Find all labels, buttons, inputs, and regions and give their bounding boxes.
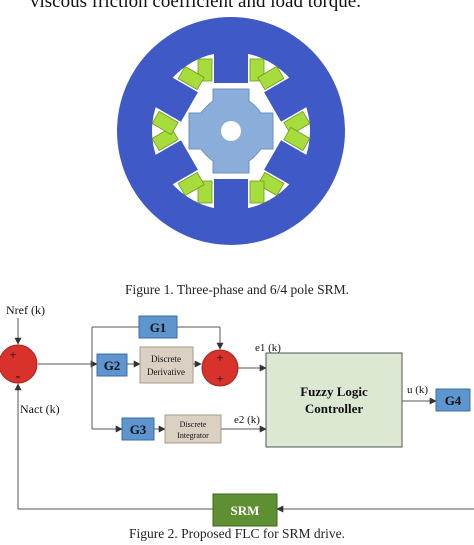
e2-label: e2 (k) — [234, 414, 260, 426]
summing-junction-2: + + — [201, 349, 239, 387]
srm-label: SRM — [231, 503, 260, 518]
flc-line2: Controller — [305, 401, 363, 416]
nref-label: Nref (k) — [6, 303, 45, 317]
discrete-integrator-block: Discrete Integrator — [164, 414, 222, 444]
winding-coil — [151, 110, 179, 136]
integrator-line1: Discrete — [180, 420, 207, 429]
g3-label: G3 — [130, 422, 147, 437]
winding-coil — [257, 65, 285, 91]
winding-coil — [177, 65, 205, 91]
rotor — [188, 88, 274, 174]
stator-pole — [151, 75, 198, 122]
stator-pole — [214, 49, 248, 83]
stator-pole — [151, 140, 198, 187]
derivative-line2: Derivative — [147, 367, 185, 377]
summer1-plus: + — [9, 347, 16, 362]
winding-coil — [177, 171, 205, 197]
stator-pole — [214, 179, 248, 213]
srm-cross-section-figure — [117, 17, 345, 245]
stator-pole — [264, 140, 311, 187]
g2-label: G2 — [104, 358, 121, 373]
u-label: u (k) — [407, 384, 428, 396]
gain-block-g4: G4 — [435, 388, 471, 412]
figure2-caption: Figure 2. Proposed FLC for SRM drive. — [129, 526, 345, 541]
e1-label: e1 (k) — [255, 342, 281, 354]
g4-label: G4 — [445, 393, 462, 408]
nact-label: Nact (k) — [20, 402, 60, 416]
gain-block-g1: G1 — [138, 315, 178, 339]
fuzzy-logic-controller-block: Fuzzy Logic Controller — [265, 352, 403, 448]
top-text: viscous friction coefficient and load to… — [30, 0, 361, 12]
derivative-line1: Discrete — [151, 354, 181, 364]
stator-windings — [151, 58, 311, 204]
discrete-derivative-block: Discrete Derivative — [139, 346, 194, 384]
integrator-line2: Integrator — [177, 431, 209, 440]
summing-junction-1: + - — [0, 344, 38, 384]
flc-block-diagram: + - + + G1 G2 Discrete Derivative G3 Dis… — [0, 303, 474, 527]
signal-wires — [14, 318, 474, 513]
srm-plant-block: SRM — [212, 493, 278, 527]
srm-motor — [117, 17, 345, 245]
gain-block-g2: G2 — [96, 353, 128, 377]
figure1-caption: Figure 1. Three-phase and 6/4 pole SRM. — [125, 282, 349, 297]
summer2-plus-bottom: + — [216, 371, 223, 386]
summer1-minus: - — [16, 369, 21, 384]
flc-line1: Fuzzy Logic — [300, 384, 368, 399]
winding-coil — [249, 180, 265, 204]
summer2-plus-top: + — [216, 350, 223, 365]
stator-poles — [151, 49, 311, 213]
stator-pole — [264, 75, 311, 122]
g1-label: G1 — [150, 320, 167, 335]
gain-block-g3: G3 — [121, 417, 155, 441]
winding-coil — [257, 171, 285, 197]
rotor-shaft — [221, 121, 241, 141]
winding-coil — [283, 126, 311, 152]
